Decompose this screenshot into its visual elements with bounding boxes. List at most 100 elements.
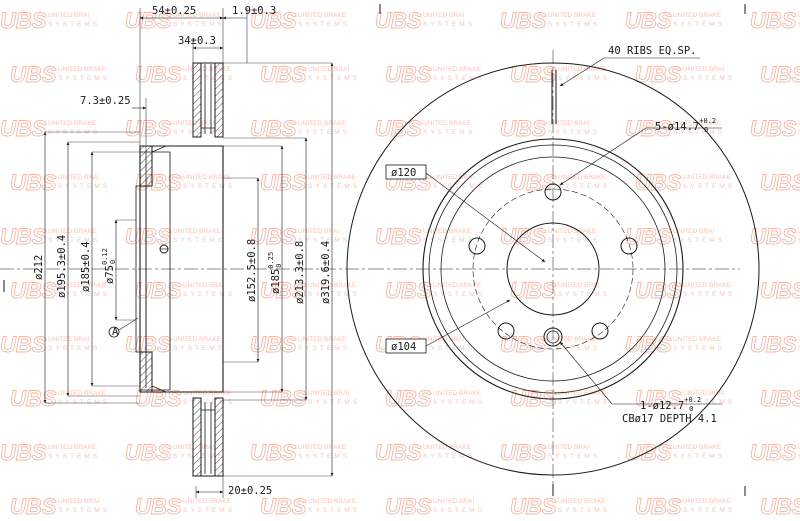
watermark-logo: UBS	[760, 170, 800, 195]
watermark-systems: SYSTEMS	[48, 129, 100, 136]
watermark-systems: SYSTEMS	[433, 183, 485, 190]
watermark-systems: SYSTEMS	[48, 237, 100, 244]
watermark-systems: SYSTEMS	[183, 291, 235, 298]
lug-hole-3	[591, 322, 609, 340]
watermark-subtitle: UNITED BRAKE	[673, 120, 722, 127]
watermark-logo: UBS	[760, 278, 800, 303]
watermark-subtitle: UNITED BRAI	[548, 120, 589, 127]
watermark-subtitle: UNITED BRAKE	[798, 444, 800, 451]
watermark-systems: SYSTEMS	[683, 291, 735, 298]
watermark-systems: SYSTEMS	[423, 237, 475, 244]
inner-plate-top	[214, 62, 224, 138]
watermark-logo: UBS	[0, 224, 47, 249]
watermark-subtitle: UNITED BRAKE	[48, 228, 97, 235]
watermark-systems: SYSTEMS	[558, 291, 610, 298]
hub-label-box	[385, 338, 427, 354]
dia-319: ø319.6±0.4	[320, 241, 332, 304]
watermark-logo: UBS	[260, 494, 307, 519]
outer-plate-bottom	[192, 397, 202, 477]
watermark-logo: UBS	[635, 386, 682, 411]
watermark-logo: UBS	[750, 332, 797, 357]
watermark-logo: UBS	[500, 8, 547, 33]
watermark-logo: UBS	[375, 224, 422, 249]
watermark-systems: SYSTEMS	[308, 291, 360, 298]
watermark-logo: UBS	[385, 494, 432, 519]
watermark-systems: SYSTEMS	[58, 291, 110, 298]
watermark-systems: SYSTEMS	[48, 453, 100, 460]
watermark-subtitle: UNITED BRAKE	[798, 228, 800, 235]
watermark-systems: SYSTEMS	[673, 21, 725, 28]
watermark-systems: SYSTEMS	[298, 21, 350, 28]
watermark-subtitle: UNITED BRAI	[548, 444, 589, 451]
dim-bottom-thickness: 20±0.25	[228, 485, 272, 497]
watermark-systems: SYSTEMS	[423, 129, 475, 136]
watermark-logo: UBS	[375, 8, 422, 33]
watermark-systems: SYSTEMS	[558, 75, 610, 82]
watermark-logo: UBS	[760, 62, 800, 87]
watermark-subtitle: UNITED BRAI	[298, 228, 339, 235]
pcd-circle	[472, 188, 634, 350]
watermark-logo: UBS	[750, 224, 797, 249]
watermark-systems: SYSTEMS	[58, 75, 110, 82]
outer-plate-top	[192, 62, 202, 138]
watermark-systems: SYSTEMS	[433, 399, 485, 406]
watermark-subtitle: UNITED BRAKE	[423, 444, 472, 451]
watermark-subtitle: UNITED BRAKE	[548, 12, 597, 19]
watermark-subtitle: UNITED BRAKE	[58, 282, 107, 289]
watermark-systems: SYSTEMS	[548, 345, 600, 352]
lug-hole-1	[544, 183, 562, 201]
watermark-systems: SYSTEMS	[48, 21, 100, 28]
watermark-subtitle: UNITED BRAI	[673, 228, 714, 235]
watermark-logo: UBS	[135, 278, 182, 303]
watermark-logo: UBS	[260, 386, 307, 411]
hub-bore	[506, 222, 600, 316]
watermark-logo: UBS	[10, 386, 57, 411]
watermark-logo: UBS	[135, 62, 182, 87]
watermark-subtitle: UNITED BRAKE	[433, 390, 482, 397]
watermark-logo: UBS	[760, 386, 800, 411]
pcd-label: ø120	[391, 167, 416, 179]
front-view	[3, 4, 760, 496]
side-view-labels: 54±0.25 1.9±0.3 34±0.3 7.3±0.25 20±0.25 …	[33, 5, 332, 497]
watermark-logo: UBS	[375, 440, 422, 465]
watermark-logo: UBS	[750, 8, 797, 33]
watermark-logo: UBS	[250, 116, 297, 141]
watermark-logo: UBS	[760, 494, 800, 519]
watermark-logo: UBS	[125, 116, 172, 141]
dim-hat-height: 54±0.25	[152, 5, 196, 17]
watermark-subtitle: UNITED BRAKE	[548, 228, 597, 235]
watermark-systems: SYSTEMS	[308, 183, 360, 190]
watermark-subtitle: UNITED BRAKE	[798, 120, 800, 127]
watermark-systems: SYSTEMS	[173, 345, 225, 352]
friction-inner-edge	[422, 138, 684, 400]
watermark-logo: UBS	[625, 8, 672, 33]
watermark-subtitle: UNITED BRAKE	[298, 444, 347, 451]
watermark-logo: UBS	[250, 8, 297, 33]
watermark-logo: UBS	[10, 278, 57, 303]
watermark-logo: UBS	[635, 494, 682, 519]
hub-label: ø104	[391, 341, 416, 353]
watermark-logo: UBS	[375, 116, 422, 141]
watermark-subtitle: UNITED BRAKE	[183, 174, 232, 181]
watermark-systems: SYSTEMS	[58, 183, 110, 190]
watermark-systems: SYSTEMS	[673, 453, 725, 460]
watermark-logo: UBS	[260, 62, 307, 87]
watermark-systems: SYSTEMS	[683, 183, 735, 190]
watermark-subtitle: UNITED BRAI	[308, 390, 349, 397]
watermark-subtitle: UNITED BRAI	[308, 66, 349, 73]
watermark-subtitle: UNITED BRAKE	[673, 12, 722, 19]
watermark-logo: UBS	[0, 8, 47, 33]
watermark-logo: UBS	[0, 440, 47, 465]
watermark-systems: SYSTEMS	[183, 507, 235, 514]
watermark-logo: UBS	[250, 440, 297, 465]
watermark-logo: UBS	[385, 62, 432, 87]
watermark-subtitle: UNITED BRAI	[58, 174, 99, 181]
watermark-systems: SYSTEMS	[798, 129, 800, 136]
watermark-systems: SYSTEMS	[173, 21, 225, 28]
watermark-logo: UBS	[510, 278, 557, 303]
watermark-subtitle: UNITED BRAKE	[673, 444, 722, 451]
